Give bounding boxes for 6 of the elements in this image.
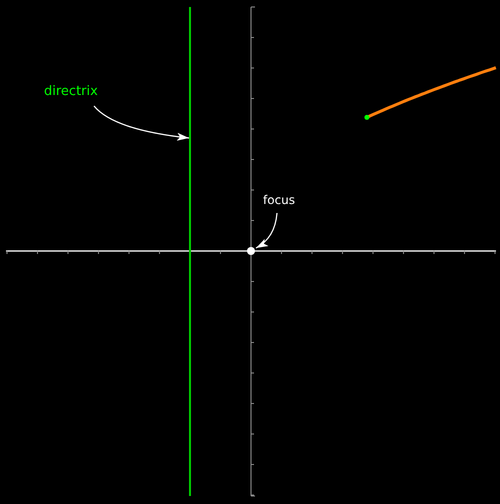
focus-label: focus	[263, 193, 299, 209]
directrix-line	[189, 7, 191, 496]
arrow	[94, 106, 190, 141]
focus-point	[247, 247, 255, 255]
directrix-label: directrix	[44, 84, 106, 102]
arrow	[256, 212, 278, 249]
